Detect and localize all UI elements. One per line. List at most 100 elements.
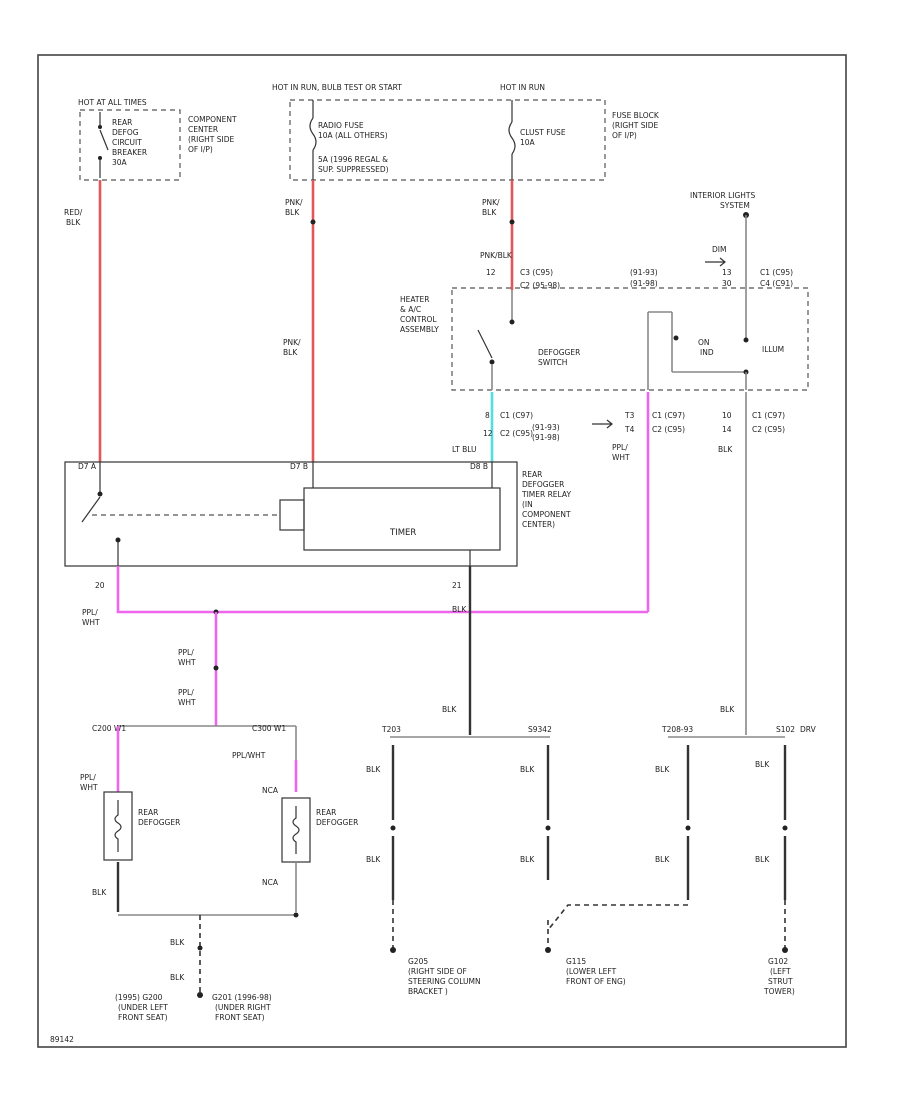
figure-id: 89142: [50, 1035, 74, 1044]
g201-label: G201 (1996-98) (UNDER RIGHT FRONT SEAT): [212, 993, 272, 1022]
svg-text:BLK: BLK: [482, 208, 497, 217]
svg-text:C2 (C95): C2 (C95): [752, 425, 785, 434]
diagram-frame: [37, 54, 847, 1048]
svg-text:SWITCH: SWITCH: [538, 358, 567, 367]
svg-text:(91-93): (91-93): [630, 268, 658, 277]
g115-label: G115 (LOWER LEFT FRONT OF ENG): [566, 957, 626, 986]
defogger-switch-label: DEFOGGER SWITCH: [538, 348, 580, 367]
svg-text:13: 13: [722, 268, 732, 277]
svg-text:IND: IND: [700, 348, 714, 357]
t203-label: T203: [381, 725, 401, 734]
svg-text:INTERIOR LIGHTS: INTERIOR LIGHTS: [690, 191, 755, 200]
svg-text:(IN: (IN: [522, 500, 533, 509]
blk-right-label: BLK: [718, 445, 733, 454]
svg-text:(RIGHT SIDE: (RIGHT SIDE: [612, 121, 659, 130]
ground-drop-4: [782, 745, 788, 953]
ground-drop-2: [545, 745, 551, 953]
ppl-wht-label-4: PPL/ WHT: [178, 688, 196, 707]
g102-label: G102 (LEFT STRUT TOWER): [763, 957, 795, 996]
svg-text:CONTROL: CONTROL: [400, 315, 437, 324]
svg-text:PPL/: PPL/: [82, 608, 98, 617]
svg-text:BLK: BLK: [285, 208, 300, 217]
svg-text:30A: 30A: [112, 158, 128, 167]
splice-dot: [213, 665, 219, 671]
svg-text:RADIO FUSE: RADIO FUSE: [318, 121, 364, 130]
svg-text:PNK/: PNK/: [482, 198, 500, 207]
svg-text:G205: G205: [408, 957, 428, 966]
s9342-label: S9342: [528, 725, 552, 734]
conn-9593-label: (91-93) (91-98): [630, 268, 658, 288]
blk-g4-label: BLK: [520, 855, 535, 864]
blk-g5-label: BLK: [655, 765, 670, 774]
wire-pnk-blk-label-3: PNK/ BLK: [482, 198, 500, 217]
svg-text:& A/C: & A/C: [400, 305, 421, 314]
splice-dot: [197, 945, 203, 951]
s102-label: S102: [776, 725, 795, 734]
label-hot-in-run-bulb: HOT IN RUN, BULB TEST OR START: [272, 83, 402, 92]
svg-text:(RIGHT SIDE: (RIGHT SIDE: [188, 135, 235, 144]
conn-c1c2-label: C1 (C97) C2 (C95): [500, 411, 533, 438]
svg-text:(91-98): (91-98): [630, 279, 658, 288]
pin-20: 20: [95, 581, 105, 590]
svg-text:PPL/: PPL/: [80, 773, 96, 782]
heater-ac-label: HEATER & A/C CONTROL ASSEMBLY: [400, 295, 439, 334]
svg-text:C4 (C91): C4 (C91): [760, 279, 793, 288]
wire-red-blk-label: RED/ BLK: [64, 208, 83, 227]
blk-mid-label: BLK: [452, 605, 467, 614]
nca2-label: NCA: [262, 878, 279, 887]
clust-fuse-label: CLUST FUSE 10A: [520, 128, 566, 147]
svg-text:FUSE BLOCK: FUSE BLOCK: [612, 111, 660, 120]
svg-text:OF I/P): OF I/P): [612, 131, 637, 140]
svg-text:DEFOGGER: DEFOGGER: [522, 480, 564, 489]
svg-text:DEFOG: DEFOG: [112, 128, 139, 137]
ppl-wht-label-3: PPL/ WHT: [178, 648, 196, 667]
blk-center-label: BLK: [442, 705, 457, 714]
component-center-box: [79, 109, 181, 181]
svg-text:RED/: RED/: [64, 208, 83, 217]
conn-c1-label: C1 (C95) C4 (C91): [760, 268, 793, 288]
blk-l1-label: BLK: [170, 938, 185, 947]
svg-text:CENTER: CENTER: [188, 125, 218, 134]
svg-text:COMPONENT: COMPONENT: [522, 510, 571, 519]
svg-text:(91-98): (91-98): [532, 433, 560, 442]
svg-text:FRONT SEAT): FRONT SEAT): [215, 1013, 265, 1022]
ground-drop-3: [547, 745, 691, 931]
svg-text:REAR: REAR: [138, 808, 158, 817]
timer-relay-label: REAR DEFOGGER TIMER RELAY (IN COMPONENT …: [521, 470, 571, 529]
svg-text:C3 (C95): C3 (C95): [520, 268, 553, 277]
on-ind-label: ON IND: [698, 338, 714, 357]
conn-t3-label: T3 T4: [624, 411, 635, 434]
svg-text:BLK: BLK: [283, 348, 298, 357]
c300-label: C300 W1: [252, 724, 286, 733]
illum-icon: [743, 215, 749, 390]
conn-c1c2c-label: C1 (C97) C2 (C95): [752, 411, 785, 434]
svg-text:C2 (C95): C2 (C95): [652, 425, 685, 434]
svg-text:PPL/: PPL/: [178, 648, 194, 657]
svg-text:ASSEMBLY: ASSEMBLY: [400, 325, 439, 334]
svg-text:BREAKER: BREAKER: [112, 148, 147, 157]
heater-ac-box: [451, 287, 809, 391]
interior-lights-label: INTERIOR LIGHTS SYSTEM: [690, 191, 755, 210]
svg-text:(LOWER LEFT: (LOWER LEFT: [566, 967, 617, 976]
conn-9193-label: (91-93) (91-98): [532, 423, 560, 442]
svg-text:10A: 10A: [520, 138, 536, 147]
svg-text:FRONT OF ENG): FRONT OF ENG): [566, 977, 626, 986]
wire-pnk-blk-label-2: PNK/ BLK: [283, 338, 301, 357]
timer-relay-box: [64, 461, 518, 567]
conn-8-12-label: 8 12: [483, 411, 493, 438]
label-hot-at-all-times: HOT AT ALL TIMES: [78, 98, 147, 107]
timer-icon: [279, 462, 501, 566]
svg-text:BLK: BLK: [66, 218, 81, 227]
svg-text:(1995) G200: (1995) G200: [115, 993, 163, 1002]
svg-text:HEATER: HEATER: [400, 295, 429, 304]
blk-g8-label: BLK: [755, 855, 770, 864]
label-hot-in-run: HOT IN RUN: [500, 83, 545, 92]
svg-text:C2 (C95): C2 (C95): [500, 429, 533, 438]
blk-right2-label: BLK: [720, 705, 735, 714]
pin-d8: D8 B: [470, 462, 488, 471]
blk-g1-label: BLK: [366, 765, 381, 774]
svg-text:SUP. SUPPRESSED): SUP. SUPPRESSED): [318, 165, 389, 174]
svg-text:T4: T4: [624, 425, 635, 434]
svg-text:(LEFT: (LEFT: [770, 967, 791, 976]
svg-text:(UNDER RIGHT: (UNDER RIGHT: [215, 1003, 271, 1012]
